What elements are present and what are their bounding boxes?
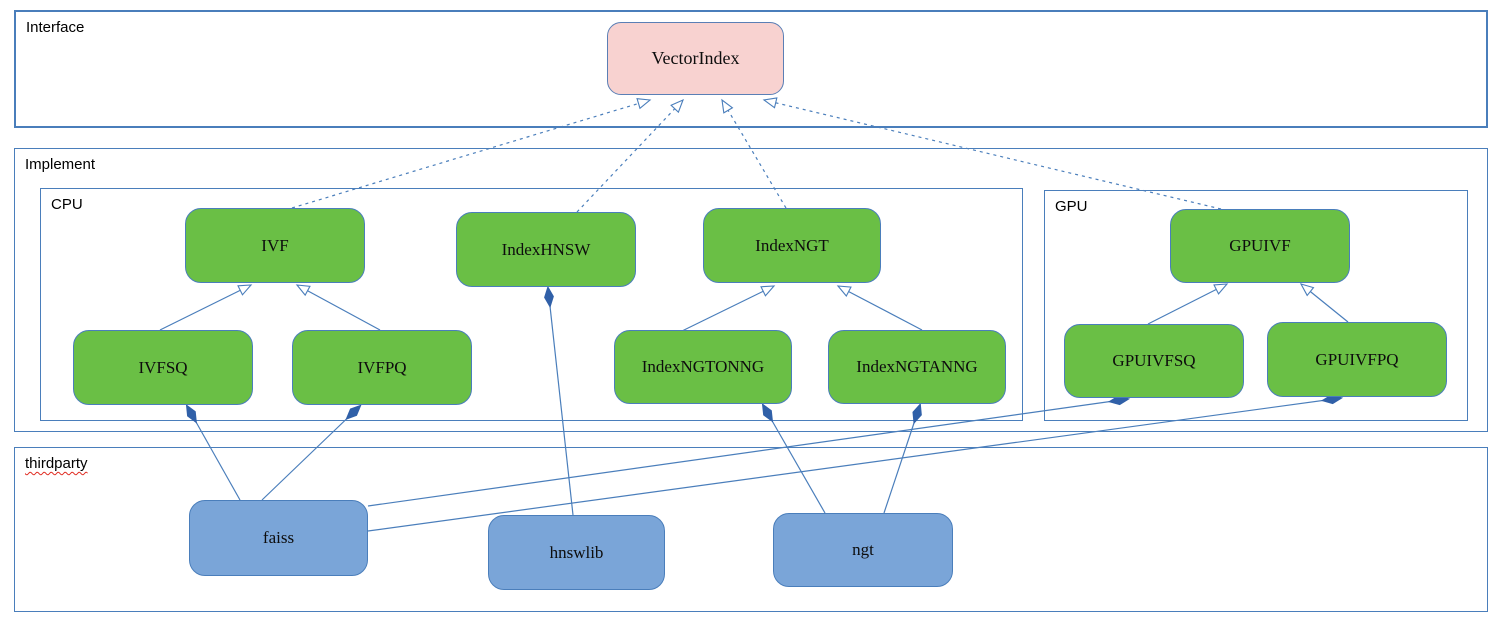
node-ivf[interactable]: IVF: [185, 208, 365, 283]
node-indexhnsw-label: IndexHNSW: [501, 239, 591, 259]
node-vectorindex[interactable]: VectorIndex: [607, 22, 784, 95]
node-indexhnsw[interactable]: IndexHNSW: [456, 212, 636, 287]
node-indexngt[interactable]: IndexNGT: [703, 208, 881, 283]
node-gpuivfsq-label: GPUIVFSQ: [1112, 351, 1196, 370]
node-indexngtonng-label: IndexNGTONNG: [641, 357, 765, 376]
node-faiss-label: faiss: [262, 528, 295, 547]
node-hnswlib-label: hnswlib: [549, 542, 604, 562]
node-ivf-label: IVF: [261, 235, 289, 255]
node-ivfpq-label: IVFPQ: [357, 357, 407, 377]
node-ngt[interactable]: ngt: [773, 513, 953, 587]
node-ivfsq-label: IVFSQ: [138, 357, 188, 377]
node-indexngtanng[interactable]: IndexNGTANNG: [828, 330, 1006, 404]
node-ngt-label: ngt: [852, 540, 874, 559]
node-hnswlib[interactable]: hnswlib: [488, 515, 665, 590]
node-gpuivfpq[interactable]: GPUIVFPQ: [1267, 322, 1447, 397]
node-faiss[interactable]: faiss: [189, 500, 368, 576]
node-gpuivf[interactable]: GPUIVF: [1170, 209, 1350, 283]
node-gpuivf-label: GPUIVF: [1229, 236, 1291, 255]
node-indexngt-label: IndexNGT: [755, 235, 829, 255]
node-indexngtanng-label: IndexNGTANNG: [856, 357, 978, 376]
container-implement-label: Implement: [25, 156, 96, 173]
node-ivfsq[interactable]: IVFSQ: [73, 330, 253, 405]
container-thirdparty-label: thirdparty: [25, 455, 88, 472]
container-cpu-label: CPU: [51, 196, 83, 213]
node-gpuivfpq-label: GPUIVFPQ: [1315, 349, 1399, 369]
node-indexngtonng[interactable]: IndexNGTONNG: [614, 330, 792, 404]
node-ivfpq[interactable]: IVFPQ: [292, 330, 472, 405]
node-gpuivfsq[interactable]: GPUIVFSQ: [1064, 324, 1244, 398]
node-vectorindex-label: VectorIndex: [651, 48, 740, 68]
container-gpu-label: GPU: [1055, 198, 1088, 215]
container-interface-label: Interface: [26, 19, 85, 36]
